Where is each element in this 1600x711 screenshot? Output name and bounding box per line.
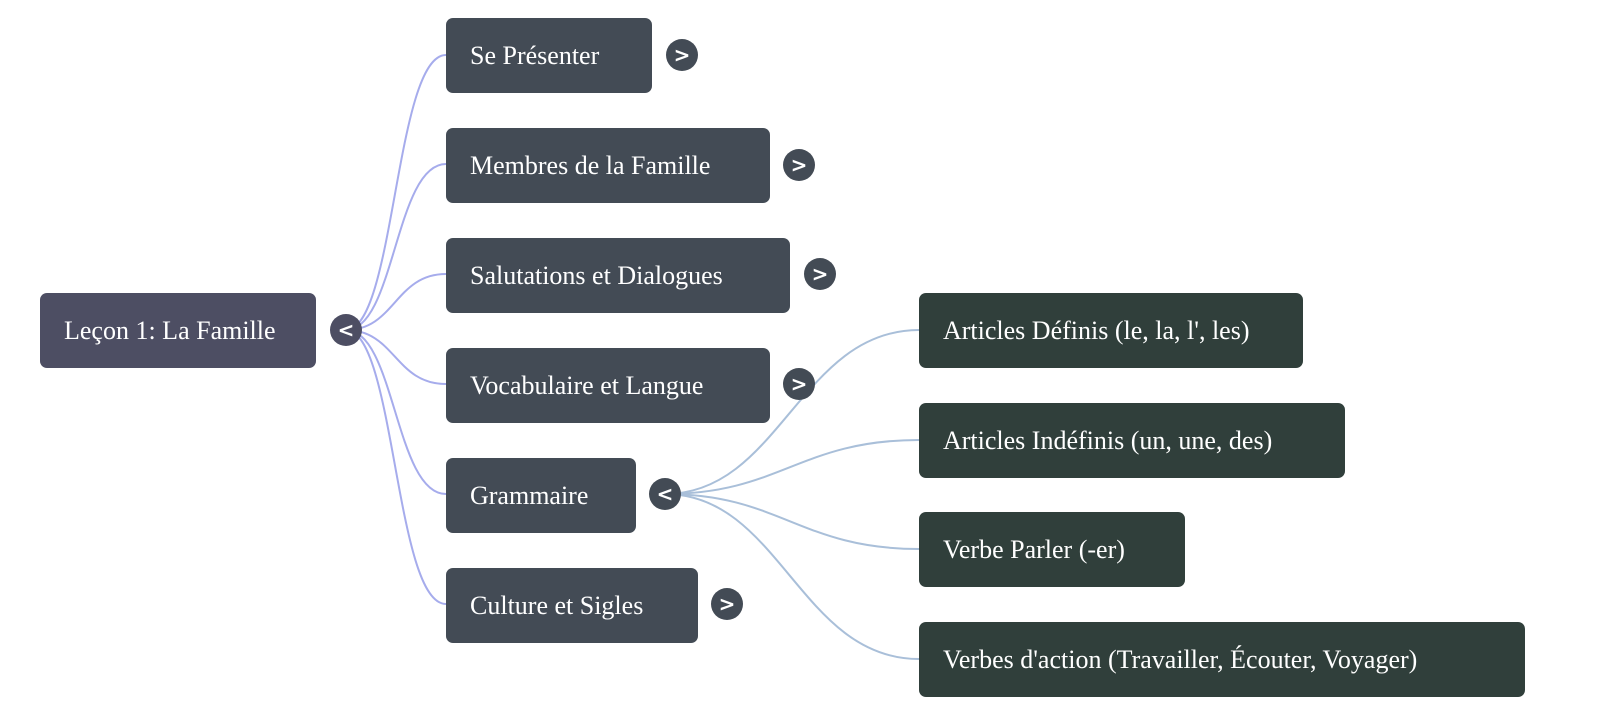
edge-grammaire-articles-indefinis xyxy=(664,439,920,495)
subtopic-articles-definis[interactable]: Articles Définis (le, la, l', les) xyxy=(919,293,1303,368)
expand-arrow-icon: > xyxy=(718,592,736,616)
expand-toggle-se-presenter[interactable]: > xyxy=(666,39,698,71)
edge-root-se-presenter xyxy=(345,54,447,331)
topic-vocabulaire-et-langue[interactable]: Vocabulaire et Langue xyxy=(446,348,770,423)
edge-root-vocabulaire xyxy=(345,329,447,385)
expand-toggle-vocabulaire[interactable]: > xyxy=(783,368,815,400)
grammar-edges xyxy=(664,329,920,660)
root-collapse-toggle[interactable]: < xyxy=(330,314,362,346)
subtopic-verbe-parler[interactable]: Verbe Parler (-er) xyxy=(919,512,1185,587)
root-node[interactable]: Leçon 1: La Famille xyxy=(40,293,316,368)
expand-toggle-membres[interactable]: > xyxy=(783,149,815,181)
expand-arrow-icon: > xyxy=(811,262,829,286)
topic-culture-et-sigles[interactable]: Culture et Sigles xyxy=(446,568,698,643)
subtopic-label: Verbes d'action (Travailler, Écouter, Vo… xyxy=(943,644,1418,674)
edge-root-salutations xyxy=(345,273,447,331)
topic-label: Membres de la Famille xyxy=(470,150,711,180)
topic-grammaire[interactable]: Grammaire xyxy=(446,458,636,533)
subtopic-label: Verbe Parler (-er) xyxy=(943,534,1125,564)
edge-root-culture xyxy=(345,329,447,605)
subtopic-label: Articles Indéfinis (un, une, des) xyxy=(943,425,1273,455)
collapse-arrow-icon: < xyxy=(656,482,674,506)
edge-grammaire-articles-definis xyxy=(664,329,920,495)
expand-arrow-icon: > xyxy=(673,43,691,67)
subtopic-label: Articles Définis (le, la, l', les) xyxy=(943,315,1250,345)
topic-membres-de-la-famille[interactable]: Membres de la Famille xyxy=(446,128,770,203)
topic-label: Culture et Sigles xyxy=(470,590,644,620)
topic-label: Se Présenter xyxy=(470,40,600,70)
edge-grammaire-verbe-parler xyxy=(664,493,920,550)
edge-root-grammaire xyxy=(345,329,447,495)
topic-salutations-et-dialogues[interactable]: Salutations et Dialogues xyxy=(446,238,790,313)
expand-arrow-icon: > xyxy=(790,372,808,396)
expand-arrow-icon: > xyxy=(790,153,808,177)
expand-toggle-salutations[interactable]: > xyxy=(804,258,836,290)
edge-root-membres xyxy=(345,163,447,331)
subtopic-articles-indefinis[interactable]: Articles Indéfinis (un, une, des) xyxy=(919,403,1345,478)
topic-label: Vocabulaire et Langue xyxy=(470,370,704,400)
topic-se-presenter[interactable]: Se Présenter xyxy=(446,18,652,93)
topic-label: Grammaire xyxy=(470,480,589,510)
collapse-toggle-grammaire[interactable]: < xyxy=(649,478,681,510)
topic-label: Salutations et Dialogues xyxy=(470,260,723,290)
expand-toggle-culture[interactable]: > xyxy=(711,588,743,620)
collapse-arrow-icon: < xyxy=(337,318,355,342)
root-node-label: Leçon 1: La Famille xyxy=(64,315,276,345)
subtopic-verbes-action[interactable]: Verbes d'action (Travailler, Écouter, Vo… xyxy=(919,622,1525,697)
edge-grammaire-verbes-action xyxy=(664,493,920,660)
